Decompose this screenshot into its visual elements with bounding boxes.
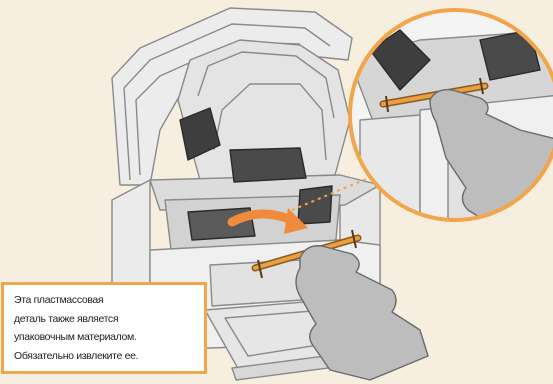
callout-line-3: упаковочным материалом. xyxy=(14,328,200,347)
callout-line-4: Обязательно извлеките ее. xyxy=(14,347,200,366)
callout-line-1: Эта пластмассовая xyxy=(14,291,200,310)
callout-box: Эта пластмассовая деталь также является … xyxy=(1,282,207,374)
callout-line-2: деталь также является xyxy=(14,310,200,329)
